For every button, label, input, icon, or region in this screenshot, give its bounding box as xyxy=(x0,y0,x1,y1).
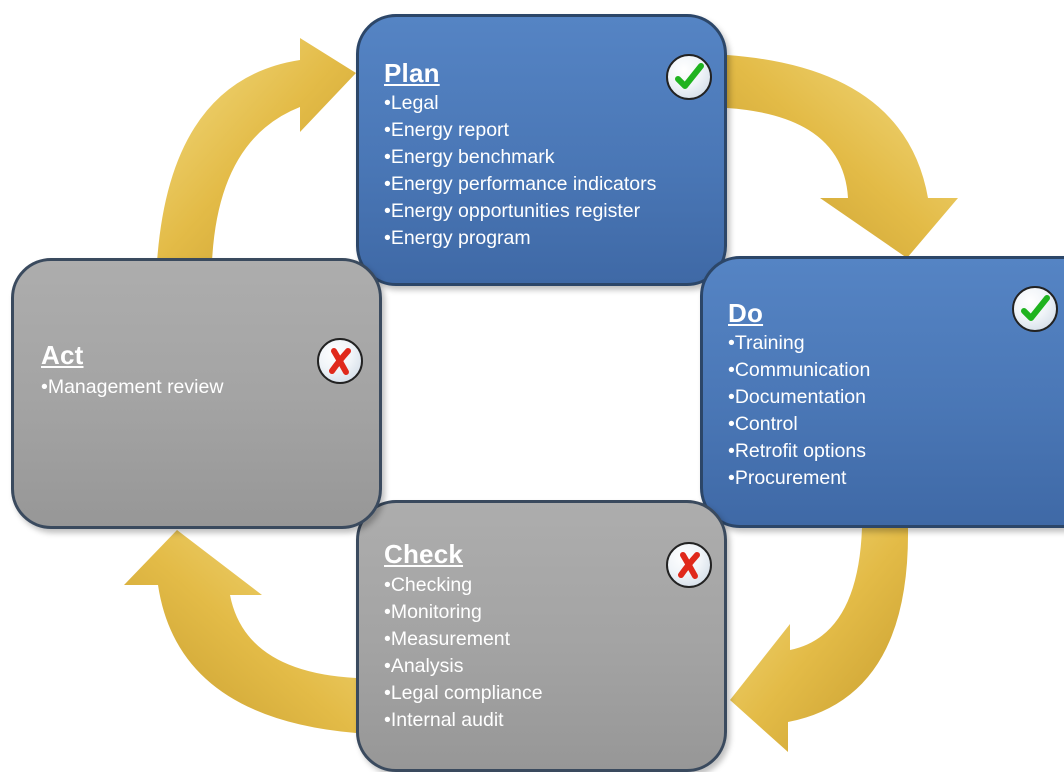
do-box: Do Training Communication Documentation … xyxy=(700,256,1064,528)
plan-item: Legal xyxy=(384,90,656,117)
plan-box: Plan Legal Energy report Energy benchmar… xyxy=(356,14,727,286)
do-title: Do xyxy=(728,298,764,328)
act-box: Act Management review xyxy=(11,258,382,529)
arrow-check-to-act xyxy=(124,530,356,733)
do-item: Documentation xyxy=(728,384,870,411)
plan-title: Plan xyxy=(384,58,440,88)
plan-item: Energy benchmark xyxy=(384,144,656,171)
plan-item: Energy report xyxy=(384,117,656,144)
check-item: Monitoring xyxy=(384,599,543,626)
plan-item: Energy performance indicators xyxy=(384,171,657,198)
do-item-list: Training Communication Documentation Con… xyxy=(728,330,870,492)
cross-mark-icon xyxy=(317,338,363,384)
check-box: Check Checking Monitoring Measurement An… xyxy=(356,500,727,772)
check-item: Checking xyxy=(384,572,543,599)
cross-mark-icon xyxy=(666,542,712,588)
check-item: Internal audit xyxy=(384,707,543,734)
plan-item: Energy program xyxy=(384,225,656,252)
do-item: Retrofit options xyxy=(728,438,870,465)
act-item-list: Management review xyxy=(41,374,224,401)
do-item: Training xyxy=(728,330,870,357)
arrow-do-to-check xyxy=(730,528,909,752)
check-mark-icon xyxy=(1012,286,1058,332)
check-item: Analysis xyxy=(384,653,543,680)
do-item: Communication xyxy=(728,357,870,384)
check-item: Legal compliance xyxy=(384,680,543,707)
act-item: Management review xyxy=(41,374,224,401)
plan-item-list: Legal Energy report Energy benchmark Ene… xyxy=(384,90,657,252)
check-mark-icon xyxy=(666,54,712,100)
arrow-plan-to-do xyxy=(727,55,958,258)
act-title: Act xyxy=(41,340,84,370)
arrow-act-to-plan xyxy=(157,38,356,262)
check-item-list: Checking Monitoring Measurement Analysis… xyxy=(384,572,543,734)
check-title: Check xyxy=(384,539,464,569)
do-item: Procurement xyxy=(728,465,870,492)
check-item: Measurement xyxy=(384,626,543,653)
plan-item: Energy opportunities register xyxy=(384,198,656,225)
do-item: Control xyxy=(728,411,870,438)
